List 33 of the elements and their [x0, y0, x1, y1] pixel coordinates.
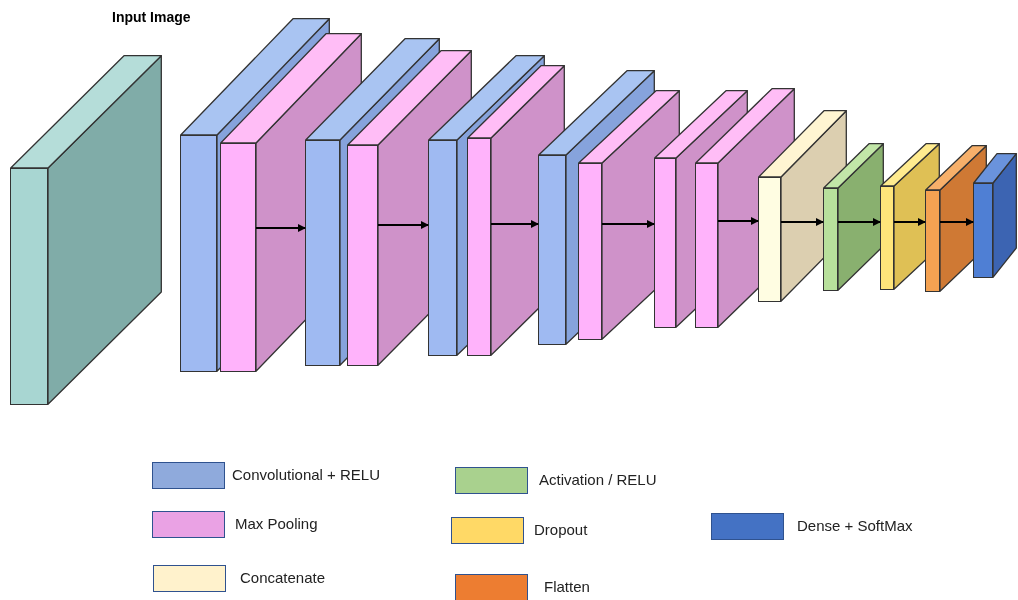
arrow: [601, 220, 655, 228]
arrow: [255, 224, 306, 232]
layer-block-front: [880, 186, 894, 290]
layer-block-front: [467, 138, 491, 356]
arrow: [717, 217, 759, 225]
layer-block-front: [654, 158, 676, 328]
layer-block-front: [220, 143, 256, 372]
layer-block-front: [578, 163, 602, 340]
arrow: [893, 218, 926, 226]
arrow: [837, 218, 881, 226]
arrow: [939, 218, 974, 226]
legend-label: Dropout: [534, 521, 588, 538]
layer-block-front: [428, 140, 457, 356]
layer-block-front: [695, 163, 718, 328]
legend-label: Concatenate: [240, 569, 326, 586]
layer-block-front: [758, 177, 781, 302]
layer-block-front: [10, 168, 48, 405]
arrow: [780, 218, 824, 226]
layer-block-front: [973, 183, 993, 278]
layer-block-front: [305, 140, 340, 366]
legend-label: Max Pooling: [235, 515, 318, 532]
legend-label: Convolutional + RELU: [232, 466, 380, 483]
legend-label: Flatten: [544, 578, 590, 595]
layer-block-front: [180, 135, 217, 372]
layer-block-front: [823, 188, 838, 291]
layer-block-front: [538, 155, 566, 345]
layer-block-front: [925, 190, 940, 292]
arrow: [377, 221, 429, 229]
layer-block-front: [347, 145, 378, 366]
arrow: [490, 220, 539, 228]
legend-label: Dense + SoftMax: [797, 517, 913, 534]
legend-label: Activation / RELU: [539, 471, 657, 488]
title-label: Input Image: [112, 9, 191, 25]
